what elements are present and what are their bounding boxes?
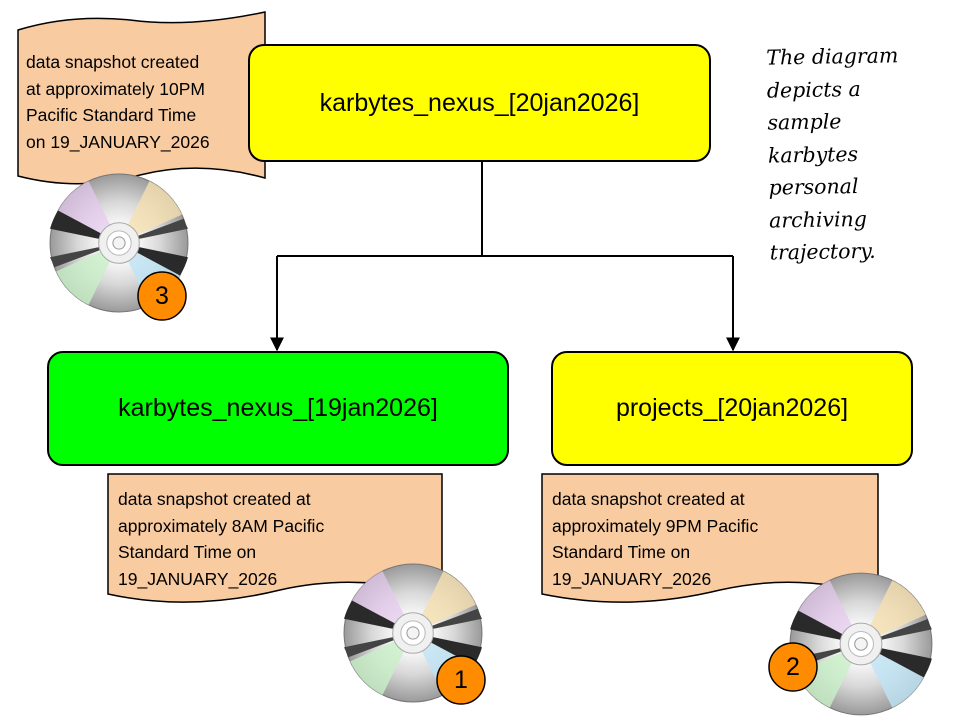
caption-line: karbytes	[767, 141, 859, 168]
node-projects-20jan2026: projects_[20jan2026]	[551, 351, 913, 466]
caption-line: personal	[768, 173, 859, 200]
node-label: projects_[20jan2026]	[615, 394, 849, 422]
note-line: Pacific Standard Time	[26, 105, 197, 125]
snapshot-note-1: data snapshot created at approximately 8…	[118, 486, 428, 592]
snapshot-note-3: data snapshot created at approximately 1…	[26, 49, 258, 155]
note-line: data snapshot created at	[118, 489, 311, 509]
note-line: approximately 9PM Pacific	[552, 515, 759, 536]
note-line: data snapshot created	[26, 52, 200, 72]
note-line: 19_JANUARY_2026	[118, 568, 278, 589]
note-line: data snapshot created at	[552, 489, 745, 509]
badge-number-1: 1	[454, 665, 468, 694]
badge-circle-3	[137, 271, 187, 321]
note-line: Standard Time on	[552, 542, 691, 562]
note-line: Standard Time on	[118, 542, 257, 562]
diagram-caption: The diagram depicts a sample karbytes pe…	[766, 38, 950, 269]
caption-line: sample	[767, 109, 842, 135]
note-line: 19_JANUARY_2026	[552, 568, 712, 589]
node-karbytes-nexus-19jan2026: karbytes_nexus_[19jan2026]	[47, 351, 509, 466]
badge-number-3: 3	[155, 281, 169, 310]
caption-line: trajectory.	[769, 238, 876, 265]
node-label: karbytes_nexus_[19jan2026]	[118, 394, 438, 422]
badge-circle-1	[436, 655, 486, 705]
badge-number-2: 2	[786, 652, 800, 681]
caption-line: depicts a	[766, 76, 861, 103]
caption-line: archiving	[768, 206, 868, 233]
badge-circle-2	[768, 642, 818, 692]
snapshot-note-2: data snapshot created at approximately 9…	[552, 486, 862, 592]
note-line: at approximately 10PM	[26, 78, 205, 99]
note-line: approximately 8AM Pacific	[118, 515, 325, 536]
note-line: on 19_JANUARY_2026	[26, 131, 210, 152]
node-karbytes-nexus-20jan2026: karbytes_nexus_[20jan2026]	[248, 44, 711, 162]
caption-line: The diagram	[766, 43, 899, 70]
node-label: karbytes_nexus_[20jan2026]	[319, 88, 640, 117]
